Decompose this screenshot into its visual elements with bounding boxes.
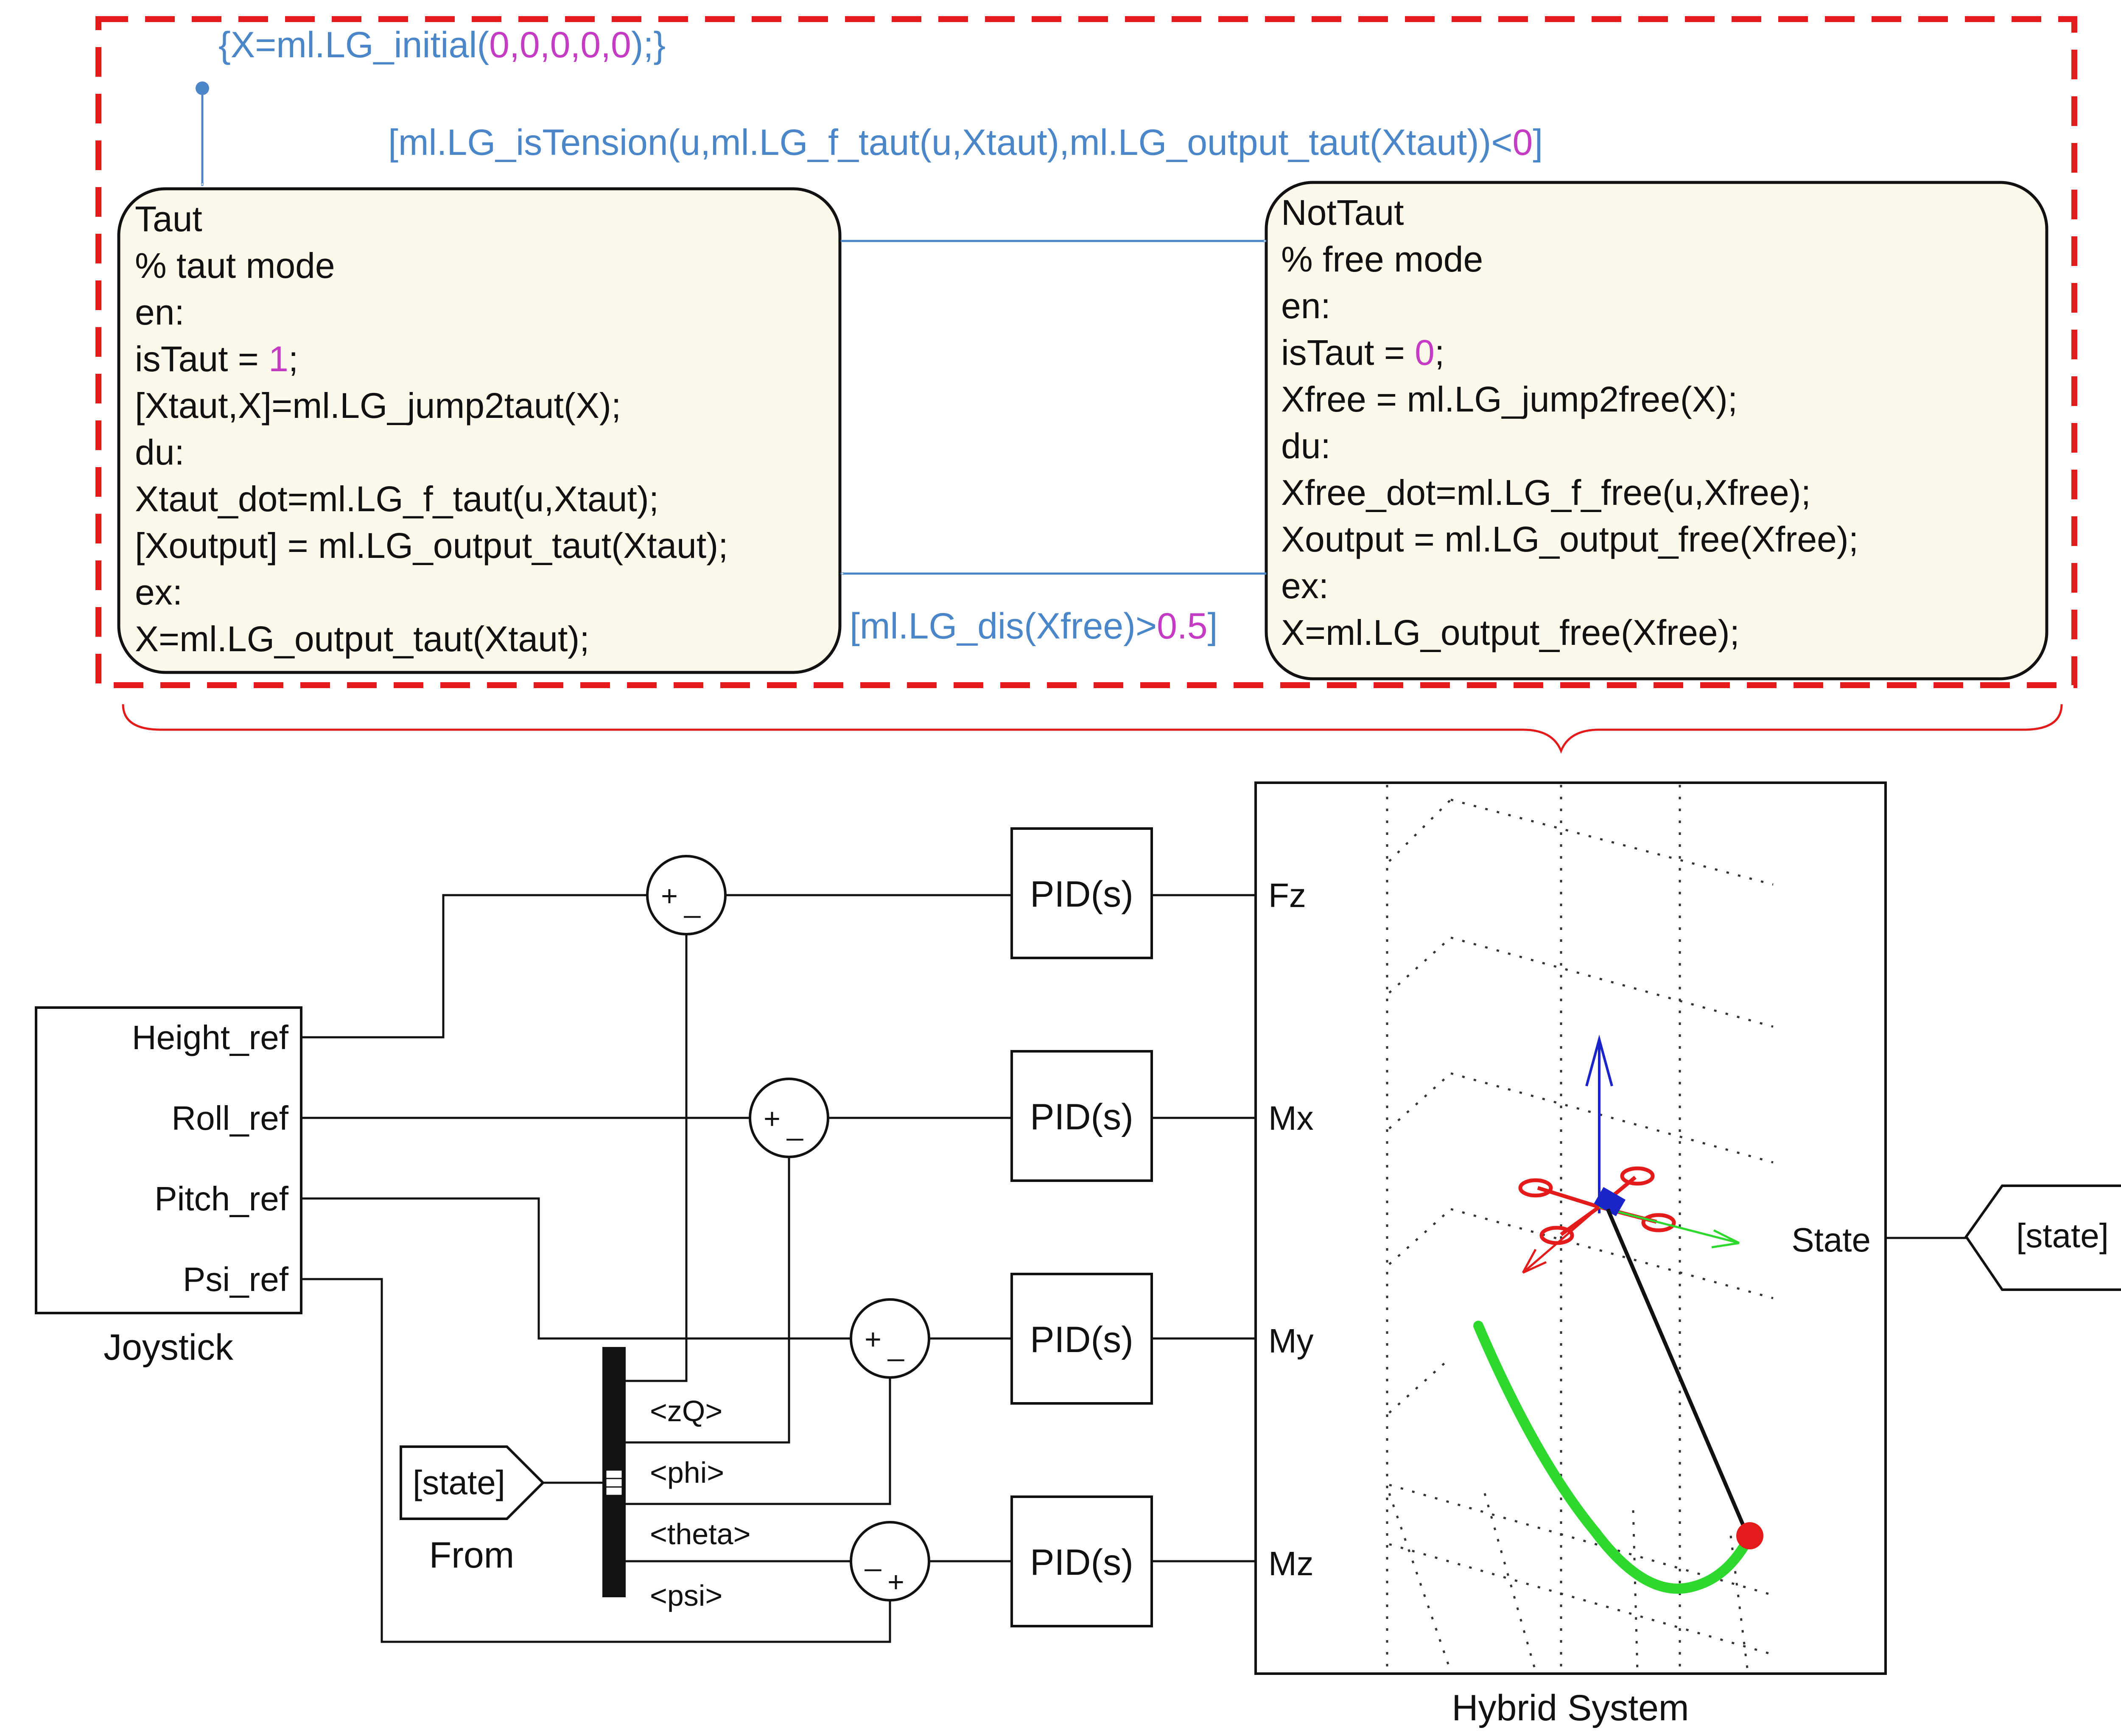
- state-nottaut-istaut: isTaut = 0;: [1281, 333, 1444, 372]
- state-taut-comment: % taut mode: [135, 246, 335, 286]
- sum-height-sign-bottom: _: [683, 886, 701, 918]
- sum-roll-sign-top: +: [764, 1103, 781, 1135]
- state-taut-istaut: isTaut = 1;: [135, 339, 298, 379]
- signal-wires: [301, 894, 1966, 1643]
- state-nottaut-du2: Xoutput = ml.LG_output_free(Xfree);: [1281, 519, 1858, 559]
- pid-block-fz[interactable]: PID(s): [1010, 827, 1153, 959]
- state-nottaut-du: du:: [1281, 426, 1331, 466]
- pid-block-mz[interactable]: PID(s): [1010, 1495, 1153, 1627]
- stateflow-highlight-frame: [95, 16, 2077, 688]
- state-taut-ex1: X=ml.LG_output_taut(Xtaut);: [135, 619, 590, 659]
- state-nottaut-ex: ex:: [1281, 566, 1329, 606]
- pid-mz-label: PID(s): [1030, 1542, 1133, 1583]
- sum-block-roll[interactable]: + _: [749, 1078, 829, 1158]
- sum-pitch-sign-bottom: _: [887, 1330, 904, 1362]
- bus-signal-zq: <zQ>: [650, 1394, 722, 1428]
- hybrid-input-mz: Mz: [1268, 1545, 1314, 1582]
- state-taut-en: en:: [135, 292, 185, 332]
- from-block-tag: [state]: [413, 1464, 505, 1501]
- joystick-port-pitch: Pitch_ref: [154, 1180, 288, 1218]
- bus-signal-psi: <psi>: [650, 1579, 722, 1612]
- joystick-label: Joystick: [104, 1327, 234, 1368]
- pid-my-label: PID(s): [1030, 1319, 1133, 1360]
- state-nottaut-comment: % free mode: [1281, 239, 1483, 279]
- guard-to-nottaut-label: [ml.LG_isTension(u,ml.LG_f_taut(u,Xtaut)…: [388, 122, 1543, 163]
- state-nottaut-entry: Xfree = ml.LG_jump2free(X);: [1281, 379, 1738, 419]
- joystick-port-height: Height_ref: [132, 1019, 289, 1056]
- hybrid-system-block[interactable]: Fz Mx My Mz State: [1254, 781, 1887, 1675]
- wire-theta: [626, 1378, 891, 1505]
- state-taut-du: du:: [135, 432, 185, 472]
- sum-psi-sign-top: _: [864, 1540, 881, 1572]
- from-block-label: From: [429, 1535, 515, 1576]
- state-nottaut-du1: Xfree_dot=ml.LG_f_free(u,Xfree);: [1281, 473, 1811, 512]
- guard-to-taut-label: [ml.LG_dis(Xfree)>0.5]: [850, 606, 1218, 647]
- sum-psi-sign-bottom: +: [887, 1566, 904, 1598]
- state-nottaut-ex1: X=ml.LG_output_free(Xfree);: [1281, 613, 1740, 652]
- joystick-port-roll: Roll_ref: [171, 1099, 288, 1137]
- hybrid-input-mx: Mx: [1268, 1099, 1314, 1137]
- sum-block-psi[interactable]: _ +: [850, 1521, 930, 1602]
- sum-block-pitch[interactable]: + _: [850, 1298, 930, 1379]
- hybrid-system-label: Hybrid System: [1452, 1688, 1689, 1728]
- hybrid-input-my: My: [1268, 1322, 1314, 1360]
- state-nottaut-en: en:: [1281, 286, 1331, 326]
- state-taut-ex: ex:: [135, 572, 182, 612]
- wire-zq: [626, 934, 688, 1382]
- hybrid-input-fz: Fz: [1268, 876, 1306, 914]
- load-trajectory: [1473, 1321, 1753, 1594]
- bus-signal-theta: <theta>: [650, 1518, 750, 1551]
- pid-block-my[interactable]: PID(s): [1010, 1273, 1153, 1405]
- pid-mx-label: PID(s): [1030, 1097, 1133, 1137]
- goto-block[interactable]: [state]: [1964, 1184, 2121, 1291]
- sum-pitch-sign-top: +: [865, 1323, 881, 1355]
- state-nottaut[interactable]: NotTaut % free mode en: isTaut = 0; Xfre…: [1265, 181, 2048, 680]
- state-taut-entry: [Xtaut,X]=ml.LG_jump2taut(X);: [135, 386, 621, 426]
- state-taut-du2: [Xoutput] = ml.LG_output_taut(Xtaut);: [135, 526, 728, 566]
- sum-block-height[interactable]: + _: [646, 855, 727, 935]
- state-taut-du1: Xtaut_dot=ml.LG_f_taut(u,Xtaut);: [135, 479, 659, 519]
- bus-selector-inport: [605, 1469, 623, 1496]
- state-taut-name: Taut: [135, 199, 202, 239]
- sum-height-sign-top: +: [661, 880, 678, 912]
- state-nottaut-name: NotTaut: [1281, 193, 1404, 232]
- joystick-block[interactable]: Height_ref Roll_ref Pitch_ref Psi_ref: [35, 1006, 302, 1314]
- joystick-port-psi: Psi_ref: [183, 1260, 289, 1298]
- wire-pitch-ref: [301, 1197, 851, 1340]
- drone-icon: [1518, 1166, 1740, 1274]
- sum-roll-sign-bottom: _: [786, 1109, 803, 1141]
- init-action-label: {X=ml.LG_initial(0,0,0,0,0);}: [218, 25, 666, 65]
- from-block[interactable]: [state]: [400, 1445, 545, 1520]
- z-axis-arrowhead: [1585, 1034, 1613, 1086]
- bus-signal-phi: <phi>: [650, 1456, 724, 1489]
- state-taut[interactable]: Taut % taut mode en: isTaut = 1; [Xtaut,…: [117, 187, 842, 674]
- wire-phi: [626, 1157, 790, 1444]
- load-mass: [1736, 1522, 1763, 1549]
- pid-fz-label: PID(s): [1030, 874, 1133, 915]
- wire-height-ref: [301, 894, 647, 1039]
- wire-psi-ref: [301, 1278, 891, 1643]
- tether-line: [1606, 1208, 1750, 1537]
- curly-brace: [122, 704, 2063, 754]
- hybrid-output-state: State: [1791, 1221, 1871, 1259]
- goto-block-tag: [state]: [2016, 1217, 2109, 1254]
- pid-block-mx[interactable]: PID(s): [1010, 1050, 1153, 1182]
